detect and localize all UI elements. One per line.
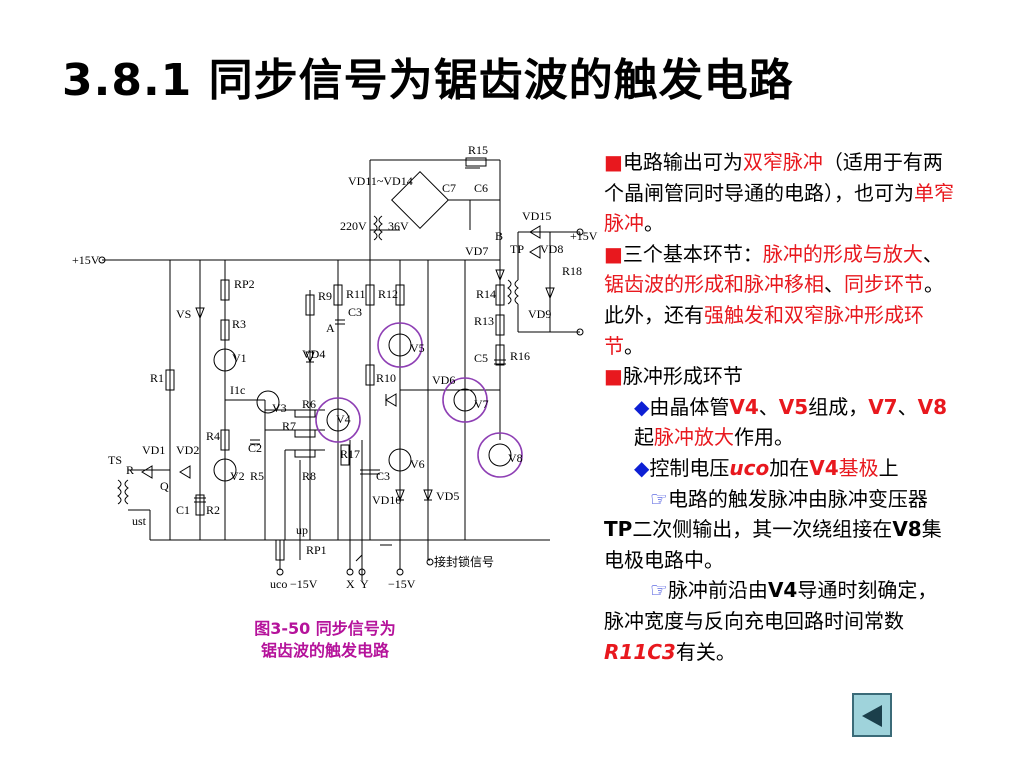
label-c2: C2: [248, 441, 262, 455]
label-c7: C7: [442, 181, 456, 195]
label-r9: R9: [318, 289, 332, 303]
label-q: Q: [160, 479, 169, 493]
back-button[interactable]: [852, 693, 892, 737]
label-r13: R13: [474, 314, 494, 328]
v7-highlight: [442, 377, 488, 423]
label-r7: R7: [282, 419, 296, 433]
label-up: up: [296, 523, 308, 537]
caption-line2: 锯齿波的触发电路: [260, 641, 389, 660]
label-v8: V8: [508, 451, 523, 465]
label-v1: V1: [232, 351, 247, 365]
label-v2: V2: [230, 469, 245, 483]
label-r: R: [126, 463, 134, 477]
label-b: B: [495, 229, 503, 243]
label-vd5: VD5: [436, 489, 459, 503]
label-c6: C6: [474, 181, 488, 195]
label-vd8: VD8: [540, 242, 563, 256]
paragraph-3: ■脉冲形成环节: [604, 364, 743, 389]
caption-line1: 图3-50 同步信号为: [254, 619, 396, 638]
label-c1: C1: [176, 503, 190, 517]
v8-highlight: [477, 432, 523, 478]
label-r15: R15: [468, 143, 488, 157]
label-plus15-left: +15V: [72, 253, 100, 267]
paragraph-4: ◆由晶体管V4、V5组成，V7、V8起脉冲放大作用。: [634, 394, 948, 450]
red-square-icon: ■: [604, 150, 623, 174]
red-square-icon: ■: [604, 364, 623, 389]
label-vd2: VD2: [176, 443, 199, 457]
label-v3: V3: [272, 401, 287, 415]
circuit-diagram: VD11~VD14 R15 C7 C6 220V 36V VD15 +15V V…: [72, 143, 598, 591]
label-uco: uco: [270, 577, 287, 591]
label-vd10: VD10: [372, 493, 401, 507]
label-v6: V6: [410, 457, 425, 471]
label-a: A: [326, 321, 335, 335]
pointing-hand-icon: ☞: [650, 578, 668, 603]
label-c3b: C3: [376, 469, 390, 483]
label-tp: TP: [510, 242, 524, 256]
blue-diamond-icon: ◆: [634, 394, 650, 419]
red-square-icon: ■: [604, 241, 623, 266]
label-220v: 220V: [340, 219, 367, 233]
label-ts: TS: [108, 453, 122, 467]
label-rp2: RP2: [234, 277, 255, 291]
label-v7: V7: [474, 397, 489, 411]
label-v5: V5: [410, 341, 425, 355]
paragraph-7: ☞脉冲前沿由V4导通时刻确定，脉冲宽度与反向充电回路时间常数R11C3有关。: [604, 578, 938, 664]
figure-caption: 图3-50 同步信号为 锯齿波的触发电路: [205, 618, 445, 662]
label-vd9: VD9: [528, 307, 551, 321]
label-36v: 36V: [388, 219, 409, 233]
label-i1c: I1c: [230, 383, 245, 397]
label-v4: V4: [336, 412, 351, 426]
paragraph-2: ■三个基本环节：脉冲的形成与放大、锯齿波的形成和脉冲移相、同步环节。此外，还有强…: [604, 241, 944, 358]
label-r17: R17: [340, 447, 360, 461]
label-r5: R5: [250, 469, 264, 483]
paragraph-5: ◆控制电压uco加在V4基极上: [634, 455, 899, 480]
label-ust: ust: [132, 514, 147, 528]
label-r2: R2: [206, 503, 220, 517]
label-rp1: RP1: [306, 543, 327, 557]
label-r18: R18: [562, 264, 582, 278]
label-plus15-right: +15V: [570, 229, 598, 243]
body-text: ■电路输出可为双窄脉冲（适用于有两个晶闸管同时导通的电路），也可为单窄脉冲。 ■…: [604, 147, 954, 667]
v4-highlight: [315, 397, 361, 443]
label-vd1: VD1: [142, 443, 165, 457]
label-minus15-b: −15V: [388, 577, 416, 591]
label-r12: R12: [378, 287, 398, 301]
page-title: 3.8.1 同步信号为锯齿波的触发电路: [62, 55, 794, 106]
v5-highlight: [377, 322, 423, 368]
label-c3: C3: [348, 305, 362, 319]
label-r8: R8: [302, 469, 316, 483]
label-vd6: VD6: [432, 373, 455, 387]
label-r16: R16: [510, 349, 530, 363]
label-r14: R14: [476, 287, 496, 301]
label-r11: R11: [346, 287, 366, 301]
blue-diamond-icon: ◆: [634, 455, 650, 480]
label-vd4: VD4: [302, 347, 325, 361]
label-vd11-14: VD11~VD14: [348, 174, 413, 188]
back-triangle-icon: [862, 705, 882, 727]
label-r6: R6: [302, 397, 316, 411]
label-vd7: VD7: [465, 244, 488, 258]
label-lock-signal: 接封锁信号: [434, 554, 494, 569]
paragraph-1: ■电路输出可为双窄脉冲（适用于有两个晶闸管同时导通的电路），也可为单窄脉冲。: [604, 150, 954, 236]
label-r4: R4: [206, 429, 220, 443]
label-vd15: VD15: [522, 209, 551, 223]
pointing-hand-icon: ☞: [650, 486, 668, 511]
label-r1: R1: [150, 371, 164, 385]
paragraph-6: ☞电路的触发脉冲由脉冲变压器TP二次侧输出，其一次绕组接在V8集电极电路中。: [604, 486, 942, 572]
label-x: X: [346, 577, 355, 591]
label-y: Y: [360, 577, 369, 591]
label-vs: VS: [176, 307, 191, 321]
label-c5: C5: [474, 351, 488, 365]
label-minus15-a: −15V: [290, 577, 318, 591]
label-r3: R3: [232, 317, 246, 331]
label-r10: R10: [376, 371, 396, 385]
